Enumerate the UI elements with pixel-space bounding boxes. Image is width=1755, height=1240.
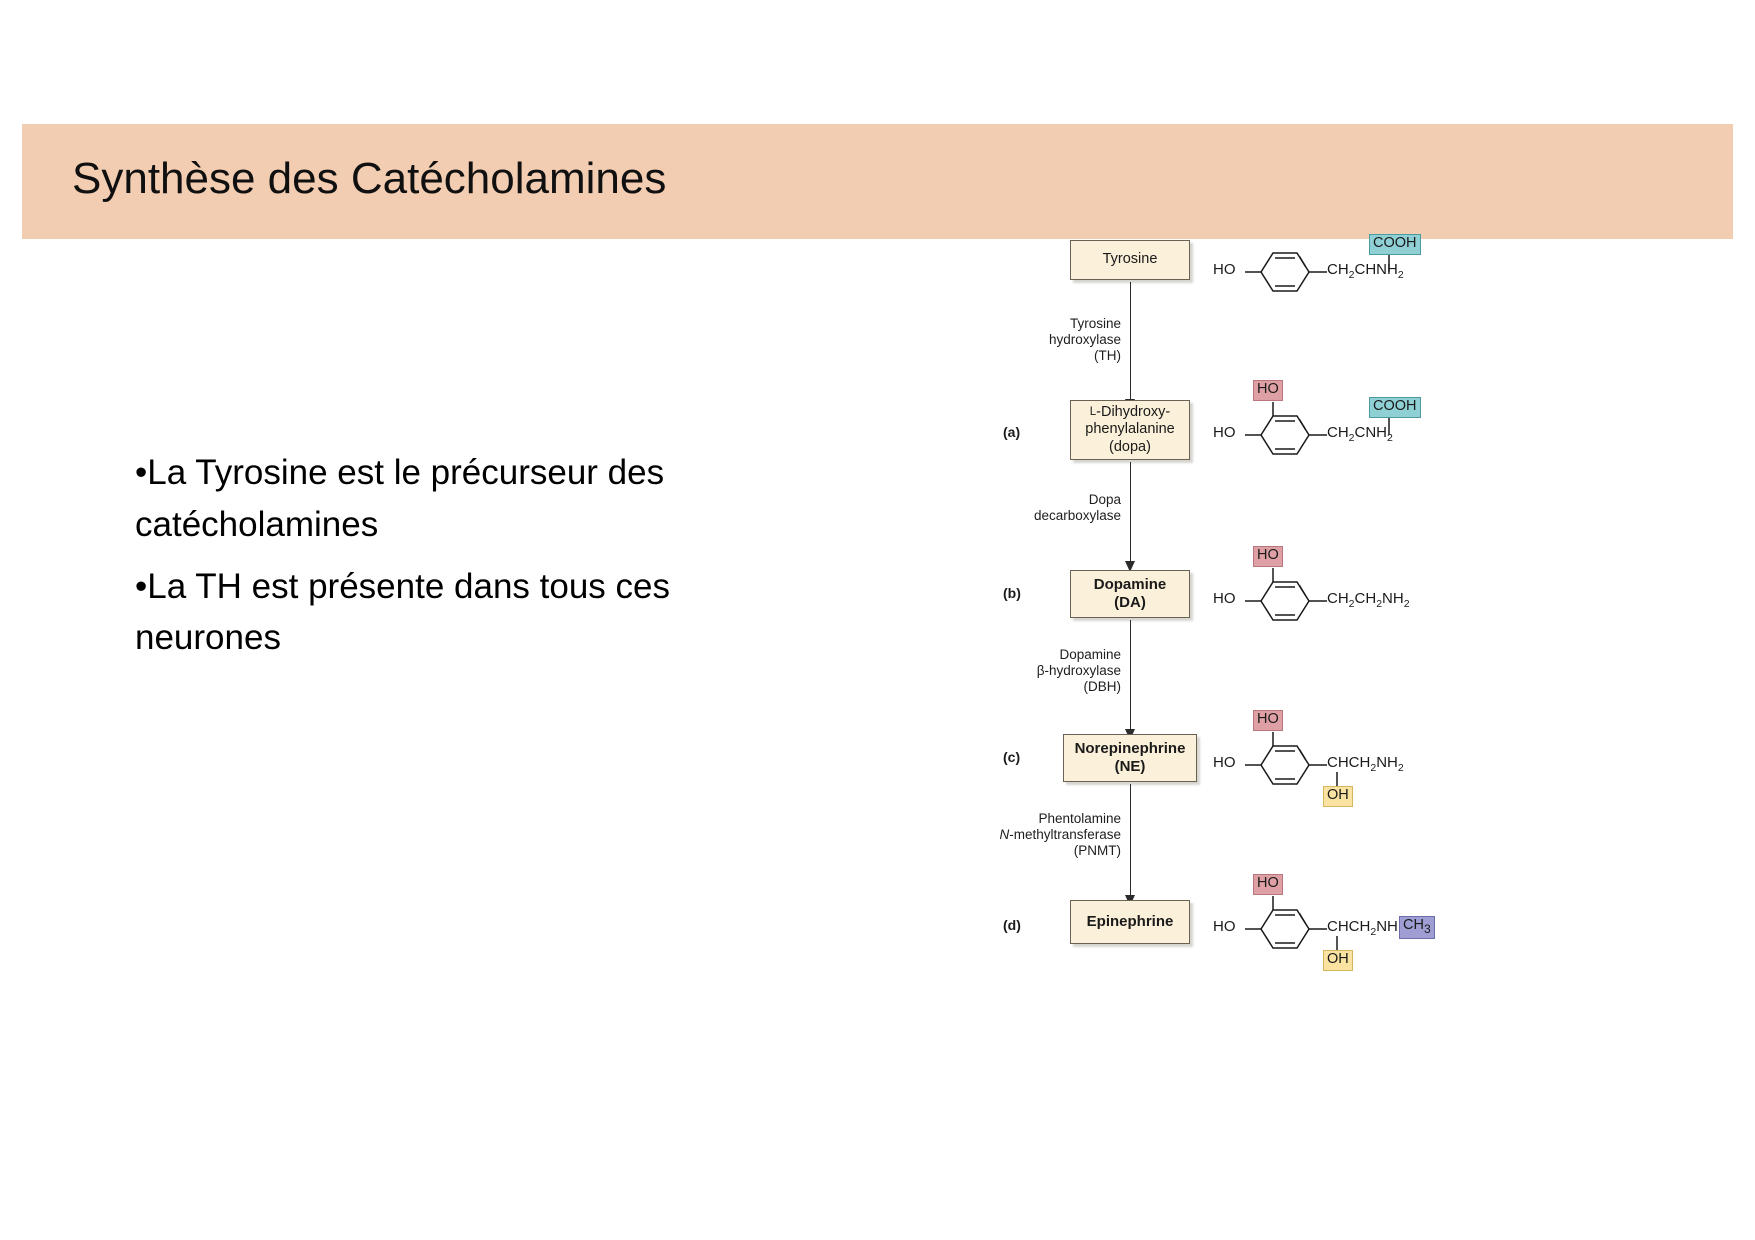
compound-label-line2: (DA) [1114, 594, 1146, 611]
side-chain-label: CHCH2NH [1327, 918, 1398, 938]
ho-left-label: HO [1213, 261, 1236, 278]
compound-box-dopa: L-Dihydroxy- phenylalanine (dopa) [1070, 400, 1190, 460]
compound-label-line1: Norepinephrine [1074, 740, 1186, 758]
compound-label-rest: -Dihydroxy- [1096, 404, 1171, 421]
compound-label: Tyrosine [1102, 251, 1158, 268]
structure-norepinephrine: HO HO CHCH2NH2 OH [1213, 710, 1463, 820]
panel-letter-c: (c) [1003, 749, 1021, 765]
structure-epinephrine: HO HO CHCH2NH CH3 OH [1213, 874, 1473, 984]
list-item: •La Tyrosine est le précurseur des catéc… [135, 447, 795, 551]
enzyme-line: Dopa [1088, 492, 1121, 507]
compound-label-line2: (NE) [1114, 758, 1146, 775]
side-chain-label: CH2CH2NH2 [1327, 590, 1410, 610]
enzyme-line: Tyrosine [1069, 316, 1121, 331]
bullet-list: •La Tyrosine est le précurseur des catéc… [135, 447, 795, 674]
compound-box-epinephrine: Epinephrine [1070, 900, 1190, 944]
compound-box-dopamine: Dopamine (DA) [1070, 570, 1190, 618]
highlight-cooh: COOH [1369, 397, 1421, 418]
side-chain-label: CH2CHNH2 [1327, 261, 1404, 281]
compound-label-line1: L-Dihydroxy- [1089, 404, 1171, 421]
compound-label-line1: Dopamine [1093, 576, 1167, 594]
enzyme-label-pnmt: Phentolamine N-methyltransferase (PNMT) [999, 811, 1121, 860]
dopamine-skeleton [1245, 568, 1327, 621]
enzyme-line-rest: -methyltransferase [1009, 827, 1121, 843]
compound-box-tyrosine: Tyrosine [1070, 240, 1190, 280]
ho-left-label: HO [1213, 590, 1236, 607]
highlight-ho-ring: HO [1253, 546, 1283, 567]
bullet-text: La Tyrosine est le précurseur des catéch… [135, 453, 665, 544]
enzyme-label-dbh: Dopamine β-hydroxylase (DBH) [1037, 647, 1121, 696]
enzyme-line: hydroxylase [1048, 332, 1121, 348]
enzyme-label-dopa-decarboxylase: Dopa decarboxylase [1034, 492, 1121, 524]
panel-letter-d: (d) [1003, 917, 1021, 933]
highlight-cooh: COOH [1369, 234, 1421, 255]
tyrosine-skeleton [1245, 252, 1390, 292]
dopa-skeleton [1245, 402, 1390, 455]
enzyme-italic-prefix: N [999, 827, 1010, 843]
compound-label: Epinephrine [1086, 913, 1174, 931]
enzyme-line: Phentolamine [1038, 811, 1121, 826]
enzyme-line: N-methyltransferase [999, 827, 1121, 843]
highlight-ch3: CH3 [1399, 916, 1435, 939]
enzyme-line: β-hydroxylase [1036, 663, 1121, 679]
title-band [22, 124, 1733, 239]
list-item: •La TH est présente dans tous ces neuron… [135, 561, 795, 665]
enzyme-line: (TH) [1094, 348, 1121, 364]
ho-left-label: HO [1213, 754, 1236, 771]
compound-label-line2: phenylalanine [1085, 421, 1175, 438]
compound-box-norepinephrine: Norepinephrine (NE) [1063, 734, 1197, 782]
ho-left-label: HO [1213, 918, 1236, 935]
structure-dopamine: HO HO CH2CH2NH2 [1213, 546, 1463, 641]
enzyme-line: (PNMT) [1073, 843, 1121, 859]
compound-label-line3: (dopa) [1109, 438, 1151, 455]
panel-letter-a: (a) [1003, 424, 1021, 440]
highlight-ho-ring: HO [1253, 380, 1283, 401]
ho-left-label: HO [1213, 424, 1236, 441]
highlight-ho-ring: HO [1253, 710, 1283, 731]
catecholamine-synthesis-figure: Tyrosine HO CH2CHNH2 COOH [985, 232, 1465, 971]
page-title: Synthèse des Catécholamines [72, 154, 667, 203]
highlight-oh: OH [1323, 786, 1353, 807]
enzyme-line: decarboxylase [1033, 508, 1121, 524]
side-chain-label: CHCH2NH2 [1327, 754, 1404, 774]
panel-letter-b: (b) [1003, 585, 1021, 601]
highlight-oh: OH [1323, 950, 1353, 971]
bullet-text: La TH est présente dans tous ces neurone… [135, 566, 670, 658]
enzyme-label-th: Tyrosine hydroxylase (TH) [1049, 316, 1121, 365]
norepinephrine-skeleton [1245, 732, 1338, 788]
structure-dopa: HO HO CH2CNH2 COOH [1213, 380, 1463, 475]
bullet-marker: • [135, 566, 148, 606]
structure-tyrosine: HO CH2CHNH2 COOH [1213, 232, 1463, 312]
bullet-marker: • [135, 453, 148, 492]
enzyme-line: Dopamine [1059, 647, 1121, 662]
epinephrine-skeleton [1245, 896, 1338, 952]
enzyme-line: (DBH) [1083, 679, 1122, 695]
highlight-ho-ring: HO [1253, 874, 1283, 895]
side-chain-label: CH2CNH2 [1327, 424, 1393, 444]
